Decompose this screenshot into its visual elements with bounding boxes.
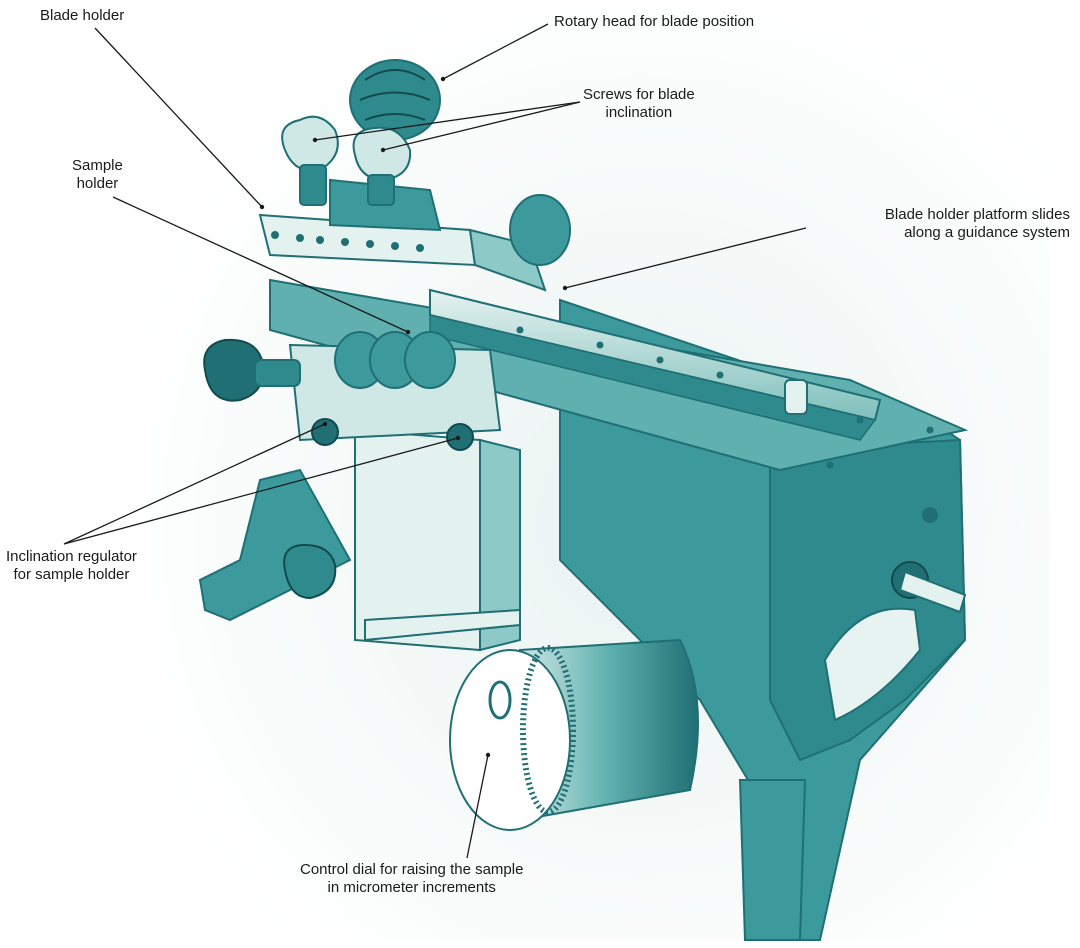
- label-screws-line-2: inclination: [605, 104, 673, 121]
- slide-bar: [364, 608, 521, 642]
- label-inclination: Inclination regulator for sample holder: [6, 548, 137, 584]
- label-control-dial-line-2: in micrometer increments: [327, 879, 496, 896]
- inclination-knob-1: [311, 418, 339, 446]
- label-inclination-line-1: Inclination regulator: [6, 548, 137, 565]
- left-knob-shaft: [254, 359, 301, 387]
- label-sample-holder: Sample holder: [72, 157, 123, 193]
- control-dial-hub: [488, 680, 512, 720]
- label-blade-holder: Blade holder: [40, 7, 124, 25]
- label-inclination-line-2: for sample holder: [13, 566, 130, 583]
- label-rotary-head-line-1: Rotary head for blade position: [554, 13, 755, 30]
- label-screws-line-1: Screws for blade: [583, 86, 695, 103]
- label-screws: Screws for blade inclination: [583, 86, 695, 122]
- blade-screw-left-shaft: [299, 164, 327, 206]
- frame-leg: [738, 779, 807, 941]
- blade-side-wheel: [509, 194, 571, 266]
- label-platform-line-2: along a guidance system: [904, 224, 1070, 241]
- rotary-head: [349, 59, 441, 141]
- blade-screw-right-shaft: [367, 174, 395, 206]
- label-rotary-head: Rotary head for blade position: [554, 13, 754, 31]
- label-sample-holder-line-1: Sample: [72, 157, 123, 174]
- control-dial-face: [449, 649, 571, 831]
- blade-screw-right: [352, 126, 412, 182]
- column-side: [479, 438, 521, 652]
- label-blade-holder-line-1: Blade holder: [40, 7, 125, 24]
- label-control-dial-line-1: Control dial for raising the sample: [300, 861, 524, 878]
- label-platform-line-1: Blade holder platform slides: [884, 206, 1070, 223]
- label-sample-holder-line-2: holder: [76, 175, 119, 192]
- guide-rail-lower: [429, 314, 877, 441]
- frame-front-face: [769, 438, 967, 762]
- inclination-knob-2: [446, 423, 474, 451]
- control-dial-ring: [520, 645, 576, 815]
- top-post: [784, 379, 808, 415]
- label-platform: Blade holder platform slides along a gui…: [885, 206, 1070, 242]
- sample-holder-discs: [334, 331, 456, 389]
- lower-knob: [283, 543, 337, 600]
- side-hole-1: [922, 507, 938, 523]
- frame-window: [823, 607, 922, 722]
- side-spindle: [898, 570, 967, 614]
- label-control-dial: Control dial for raising the sample in m…: [300, 861, 523, 897]
